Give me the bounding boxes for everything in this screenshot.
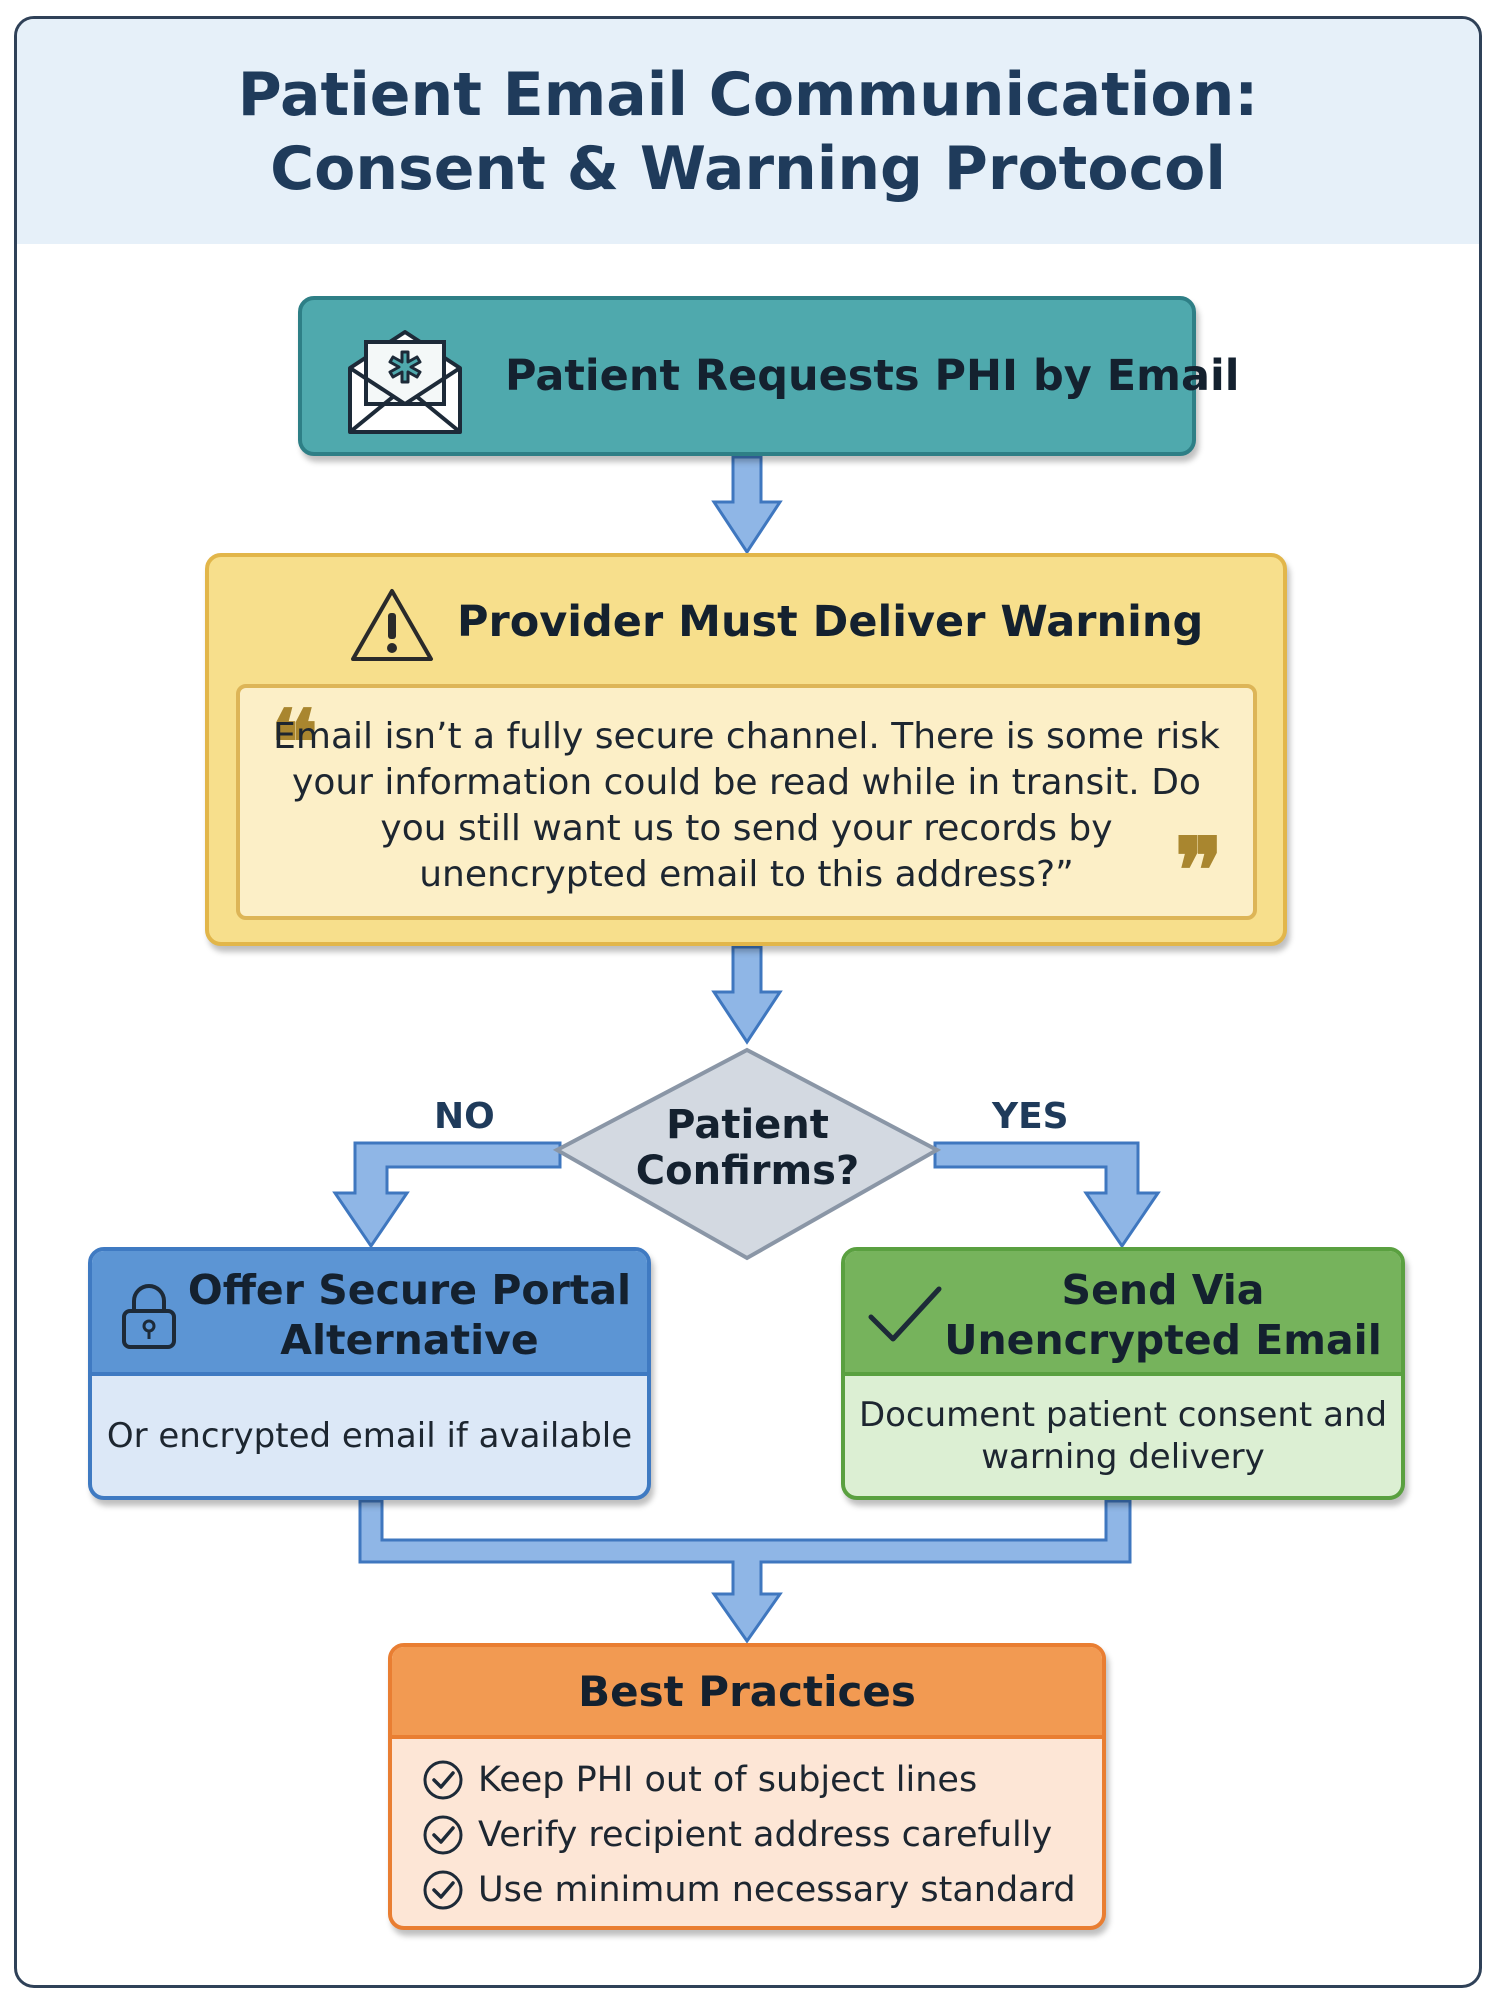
best-practices-box: Best Practices Keep PHI out of subject l… — [388, 1643, 1106, 1930]
warning-title: Provider Must Deliver Warning — [457, 597, 1204, 647]
best-practice-text: Use minimum necessary standard — [478, 1869, 1076, 1910]
yes-branch-label: YES — [992, 1096, 1069, 1137]
best-practice-item: Use minimum necessary standard — [422, 1862, 1092, 1917]
check-circle-icon — [423, 1815, 463, 1854]
best-practice-item: Keep PHI out of subject lines — [422, 1752, 1092, 1807]
best-practice-text: Keep PHI out of subject lines — [478, 1759, 978, 1800]
best-practice-text: Verify recipient address carefully — [478, 1814, 1053, 1855]
send-email-body: Document patient consent and warning del… — [858, 1395, 1388, 1477]
warning-quote-text: Email isn’t a fully secure channel. Ther… — [273, 716, 1220, 895]
arrow-request-to-warning — [711, 455, 783, 555]
best-practice-item: Verify recipient address carefully — [422, 1807, 1092, 1862]
check-circle-icon — [423, 1760, 463, 1799]
best-practices-title: Best Practices — [392, 1647, 1102, 1739]
arrow-yes-branch — [933, 1141, 1161, 1249]
title-line-1: Patient Email Communication: — [237, 59, 1259, 130]
title-banner: Patient Email Communication: Consent & W… — [17, 19, 1479, 244]
best-practices-list: Keep PHI out of subject lines Verify rec… — [422, 1752, 1092, 1917]
checkmark-icon — [868, 1286, 942, 1342]
close-quote-icon: ❞ — [1174, 818, 1223, 924]
secure-portal-box: Offer Secure Portal Alternative Or encry… — [88, 1247, 651, 1500]
arrow-warning-to-decision — [711, 945, 783, 1045]
send-email-header: Send Via Unencrypted Email — [845, 1251, 1401, 1376]
no-branch-label: NO — [434, 1096, 495, 1137]
secure-portal-title: Offer Secure Portal Alternative — [187, 1266, 632, 1364]
warning-triangle-icon — [351, 589, 433, 661]
request-box: Patient Requests PHI by Email — [298, 296, 1239, 456]
secure-portal-header: Offer Secure Portal Alternative — [92, 1251, 647, 1376]
secure-portal-body: Or encrypted email if available — [106, 1416, 633, 1456]
arrow-merge-to-best-practices — [358, 1499, 1132, 1644]
request-label: Patient Requests PHI by Email — [505, 351, 1240, 401]
padlock-icon — [122, 1284, 176, 1349]
decision-diamond — [552, 1047, 942, 1261]
warning-quote-box: ❝ Email isn’t a fully secure channel. Th… — [236, 684, 1257, 920]
warning-box: Provider Must Deliver Warning ❝ Email is… — [205, 553, 1287, 946]
title-line-2: Consent & Warning Protocol — [270, 133, 1226, 204]
send-email-box: Send Via Unencrypted Email Document pati… — [841, 1247, 1405, 1500]
decision-label: Patient Confirms? — [635, 1102, 860, 1194]
open-quote-icon: ❝ — [270, 690, 319, 796]
envelope-medical-icon — [348, 330, 462, 434]
check-circle-icon — [423, 1870, 463, 1909]
send-email-title: Send Via Unencrypted Email — [944, 1266, 1382, 1364]
arrow-no-branch — [332, 1141, 562, 1249]
